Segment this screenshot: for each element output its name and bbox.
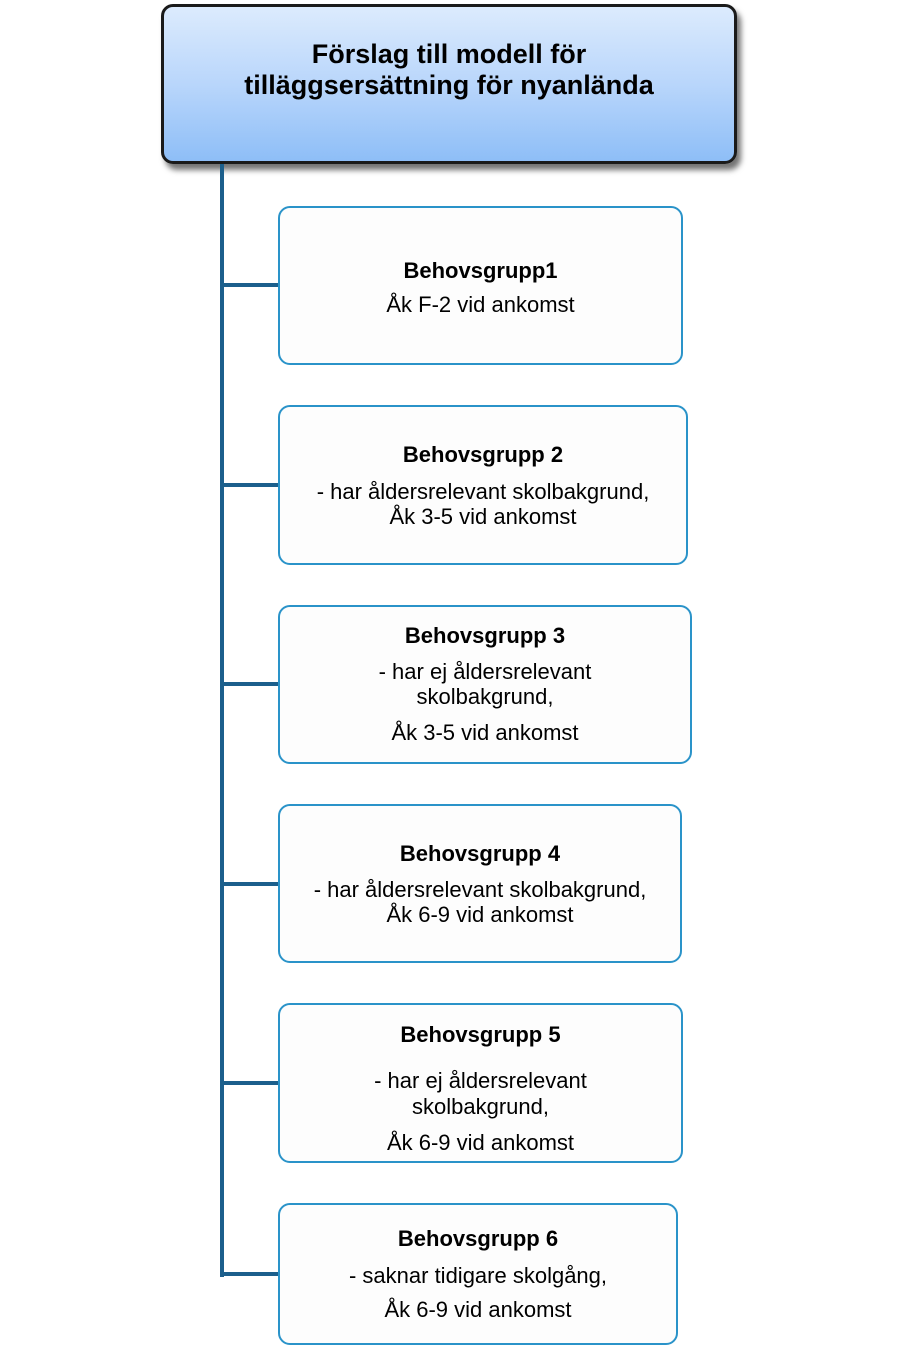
- group-line: Åk 6-9 vid ankomst: [386, 902, 574, 927]
- group-title: Behovsgrupp 6: [397, 1226, 559, 1251]
- group-node-2: Behovsgrupp 2 - har åldersrelevant skolb…: [278, 405, 688, 565]
- branch-connector-4: [220, 882, 279, 886]
- group-line: Åk F-2 vid ankomst: [386, 292, 575, 317]
- group-line: - har åldersrelevant skolbakgrund,: [313, 877, 647, 902]
- group-line: Åk 3-5 vid ankomst: [389, 504, 577, 529]
- branch-connector-5: [220, 1081, 279, 1085]
- branch-connector-6: [220, 1272, 279, 1276]
- group-title: Behovsgrupp 5: [400, 1022, 561, 1047]
- group-line: Åk 3-5 vid ankomst: [391, 720, 579, 745]
- root-node: Förslag till modell för tilläggsersättni…: [161, 4, 737, 164]
- group-node-1: Behovsgrupp1 Åk F-2 vid ankomst: [278, 206, 683, 365]
- group-line: Åk 6-9 vid ankomst: [384, 1297, 572, 1322]
- branch-connector-2: [220, 483, 279, 487]
- group-line: skolbakgrund,: [416, 684, 554, 709]
- group-line: - saknar tidigare skolgång,: [348, 1263, 608, 1288]
- group-line: - har ej åldersrelevant: [374, 1068, 587, 1093]
- group-title: Behovsgrupp 3: [404, 623, 566, 648]
- root-title: Förslag till modell för tilläggsersättni…: [244, 39, 654, 100]
- group-title: Behovsgrupp 4: [399, 841, 561, 866]
- group-node-5: Behovsgrupp 5 - har ej åldersrelevant sk…: [278, 1003, 683, 1163]
- group-line: - har ej åldersrelevant: [378, 659, 592, 684]
- branch-connector-1: [220, 283, 279, 287]
- group-title: Behovsgrupp1: [403, 258, 558, 283]
- group-node-3: Behovsgrupp 3 - har ej åldersrelevant sk…: [278, 605, 692, 764]
- group-line: Åk 6-9 vid ankomst: [386, 1130, 575, 1155]
- group-node-4: Behovsgrupp 4 - har åldersrelevant skolb…: [278, 804, 682, 963]
- group-line: skolbakgrund,: [412, 1094, 549, 1119]
- group-line: - har åldersrelevant skolbakgrund,: [316, 479, 650, 504]
- group-title: Behovsgrupp 2: [402, 442, 564, 467]
- branch-connector-3: [220, 682, 279, 686]
- group-node-6: Behovsgrupp 6 - saknar tidigare skolgång…: [278, 1203, 678, 1345]
- trunk-connector: [220, 164, 224, 1277]
